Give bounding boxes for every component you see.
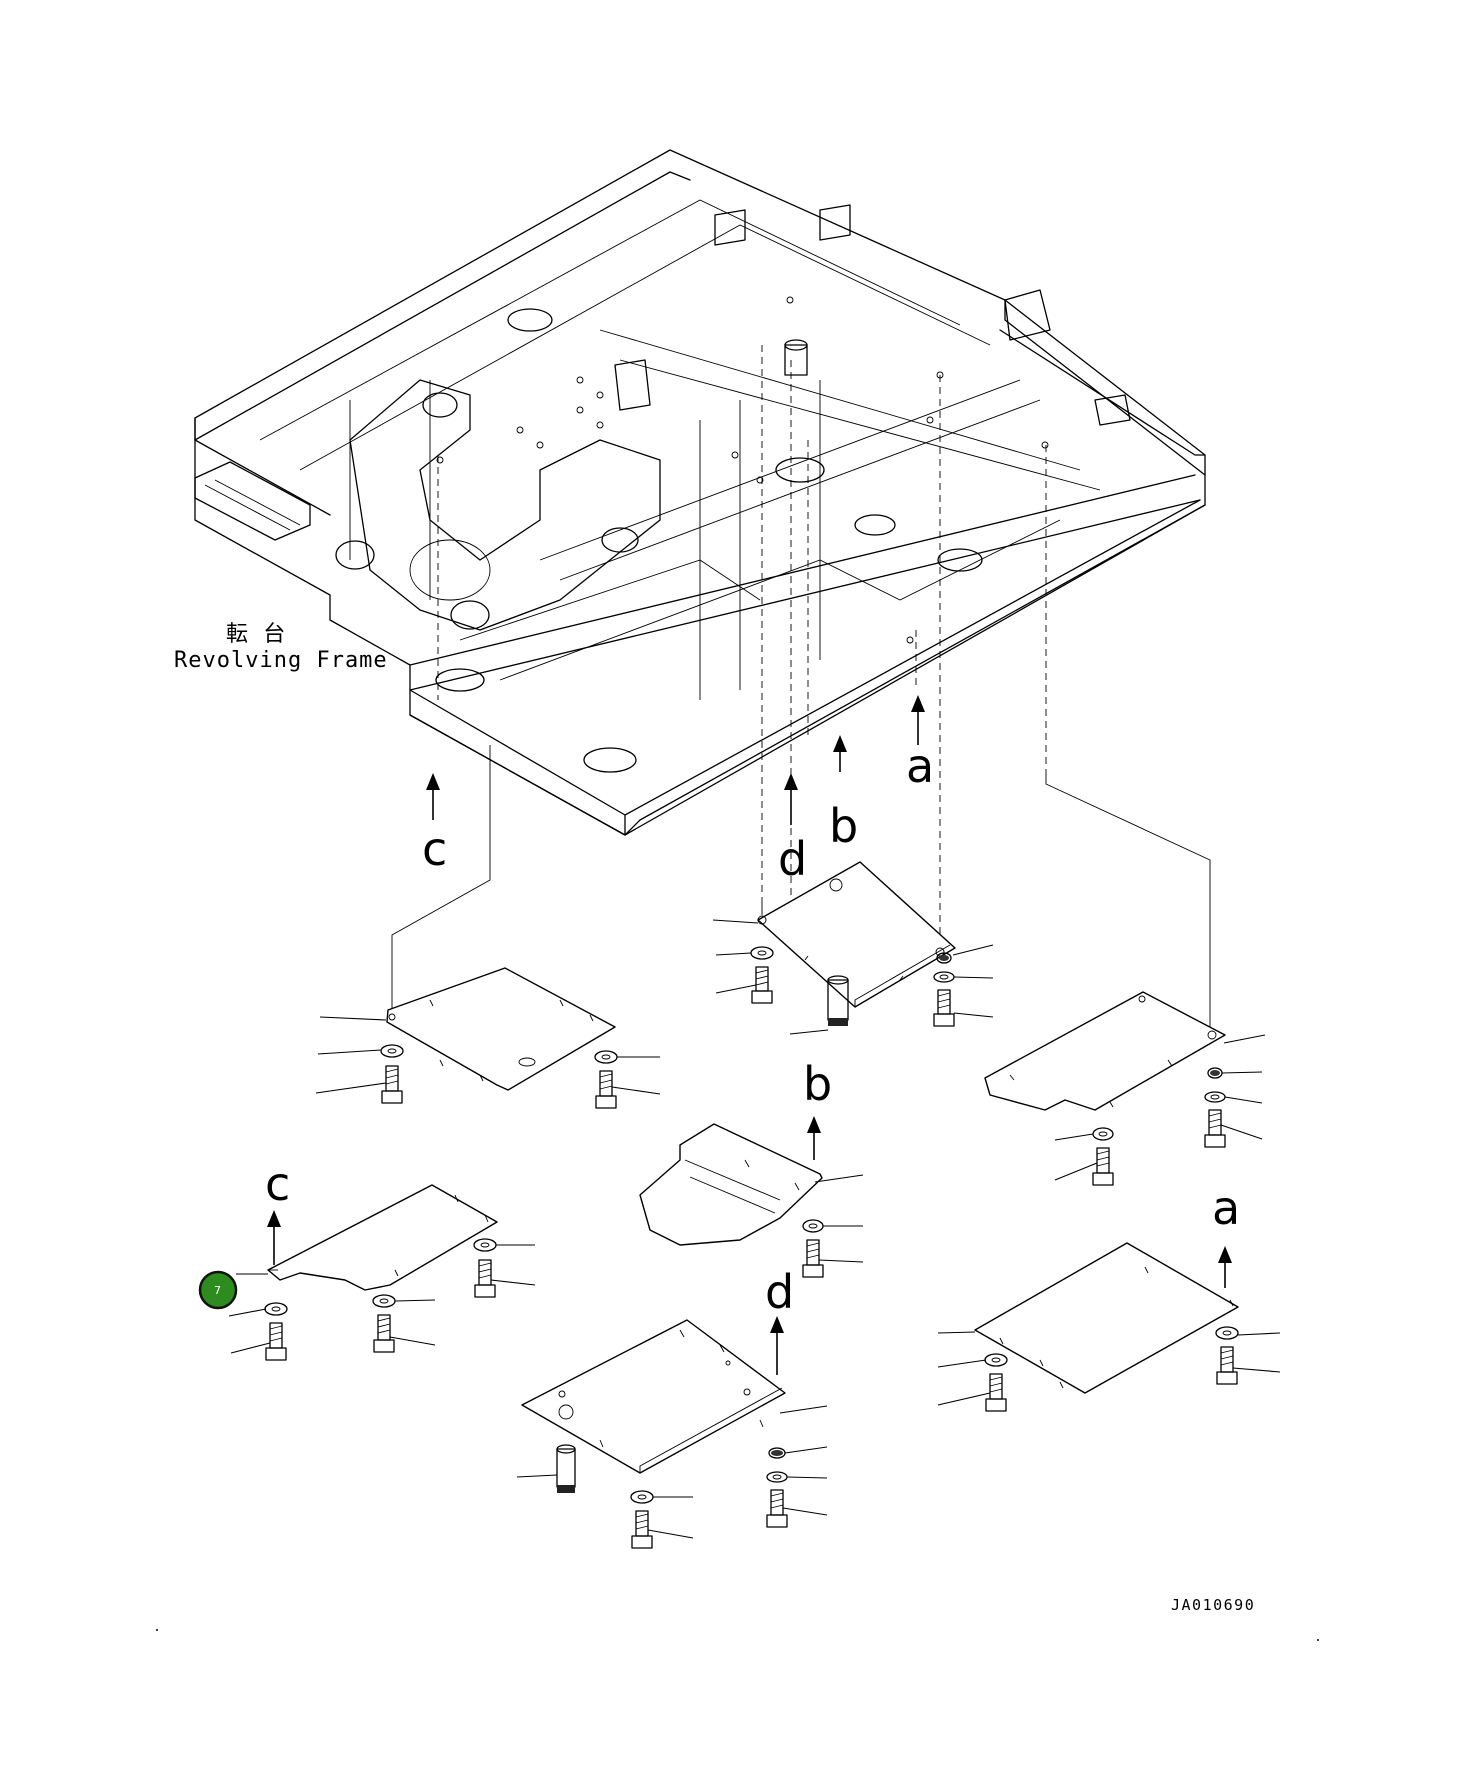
washer	[766, 1471, 788, 1483]
frame-label-jp: 転 台	[226, 622, 286, 647]
washer	[372, 1294, 396, 1308]
bolt	[802, 1239, 824, 1278]
callout-badge[interactable]: 7	[198, 1270, 268, 1310]
arrow-c-upper-letter: c	[422, 822, 447, 876]
arrow-c-lower: c	[265, 1157, 290, 1265]
stray-dot	[1317, 1639, 1319, 1641]
arrow-c-lower-letter: c	[265, 1157, 290, 1211]
bolt	[1092, 1147, 1114, 1186]
upper-arrows: a b c d	[422, 695, 934, 886]
washer	[264, 1302, 288, 1316]
bolt	[751, 966, 773, 1004]
bolt	[381, 1065, 403, 1104]
bolt	[474, 1259, 496, 1298]
bolt	[985, 1373, 1007, 1412]
bolt	[933, 989, 955, 1027]
callout-badge-circle[interactable]	[198, 1270, 238, 1310]
washer	[380, 1044, 404, 1058]
washer	[750, 946, 774, 960]
washer	[1092, 1127, 1114, 1141]
washer	[630, 1490, 654, 1504]
washer	[984, 1353, 1008, 1367]
bolt	[766, 1489, 788, 1528]
lower-arrows: b c d a	[265, 1057, 1240, 1375]
arrow-b-upper-letter: b	[829, 799, 858, 853]
cover-plate-b-center	[639, 1123, 823, 1246]
arrow-d-lower-letter: d	[765, 1265, 794, 1319]
arrow-a-upper-letter: a	[906, 739, 934, 793]
washer	[933, 971, 955, 983]
cover-plate-c-bottom	[267, 1184, 498, 1291]
bolt	[265, 1322, 287, 1361]
arrow-b-upper: b	[829, 735, 858, 853]
washer	[1204, 1091, 1226, 1103]
washer	[1215, 1326, 1239, 1340]
arrow-a-upper: a	[906, 695, 934, 793]
revolving-frame	[194, 149, 1206, 836]
spring-washer	[936, 952, 952, 964]
cover-plate-d-bottom	[521, 1319, 786, 1493]
bolt	[595, 1070, 617, 1109]
bolt	[631, 1510, 653, 1549]
arrow-c-upper: c	[422, 773, 447, 876]
spring-washer	[768, 1447, 786, 1459]
spring-washer	[1207, 1067, 1223, 1079]
washer	[473, 1238, 497, 1252]
washer	[594, 1050, 618, 1064]
bolt	[1216, 1346, 1238, 1385]
arrow-a-lower: a	[1212, 1181, 1240, 1288]
arrow-d-upper-letter: d	[778, 832, 807, 886]
arrow-d-upper: d	[778, 773, 807, 886]
bolt	[1204, 1109, 1226, 1148]
arrow-d-lower: d	[765, 1265, 794, 1375]
arrow-a-lower-letter: a	[1212, 1181, 1240, 1235]
leader-lines	[228, 919, 1281, 1539]
stray-dot	[156, 1629, 158, 1631]
bolt	[373, 1314, 395, 1353]
cover-plate-a-top	[984, 991, 1226, 1111]
washer	[802, 1219, 824, 1233]
frame-label: 転 台 Revolving Frame	[174, 622, 388, 673]
cover-plate-d-top	[757, 861, 956, 1026]
cover-plate-a-bottom	[974, 1242, 1239, 1394]
frame-label-en: Revolving Frame	[174, 648, 388, 673]
cover-plate-c-top	[386, 967, 616, 1091]
arrow-b-lower-letter: b	[803, 1057, 832, 1111]
drawing-code: JA010690	[1171, 1596, 1255, 1614]
arrow-b-lower: b	[803, 1057, 832, 1160]
callout-badge-number: 7	[214, 1284, 221, 1297]
